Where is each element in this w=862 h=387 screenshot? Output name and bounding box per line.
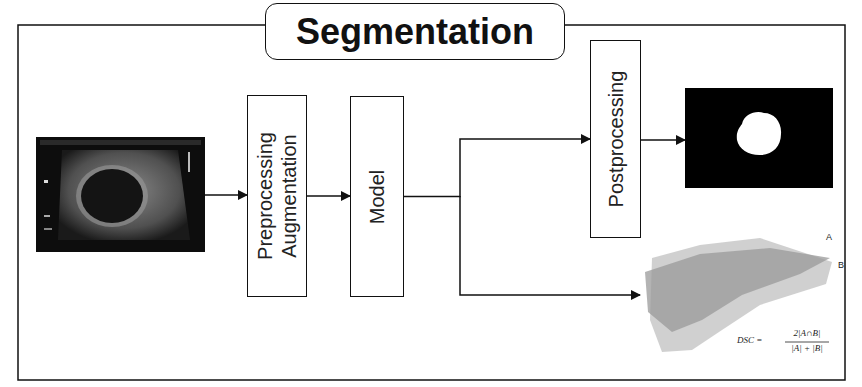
node-label-group: Preprocessing Augmentation	[253, 105, 301, 287]
formula-denominator: |A| + |B|	[791, 344, 822, 354]
region-label: B	[838, 261, 844, 271]
node-label-group: Postprocessing	[604, 50, 628, 228]
ultrasound-image	[36, 137, 205, 252]
input-arrow	[205, 194, 247, 196]
node-label: Preprocessing Augmentation	[253, 105, 301, 287]
node-label: Postprocessing	[604, 50, 628, 228]
outer-frame	[18, 25, 845, 380]
flow-arrow	[404, 139, 590, 197]
formula-numerator: 2|A∩B|	[794, 329, 821, 339]
formula-text: DSC =	[737, 336, 762, 346]
flow-arrow	[307, 195, 350, 197]
diagram-title: Segmentation	[296, 11, 534, 53]
node-label-group: Model	[365, 106, 389, 287]
mask-image	[685, 88, 833, 188]
process-box: Preprocessing Augmentation	[247, 95, 307, 297]
title-box: Segmentation	[265, 3, 565, 60]
model-box: Model	[350, 96, 404, 297]
output-arrow	[641, 139, 685, 141]
node-label: Model	[365, 106, 389, 287]
dice-illustration	[645, 238, 832, 352]
region-label: A	[826, 233, 832, 243]
process-box: Postprocessing	[590, 40, 641, 238]
